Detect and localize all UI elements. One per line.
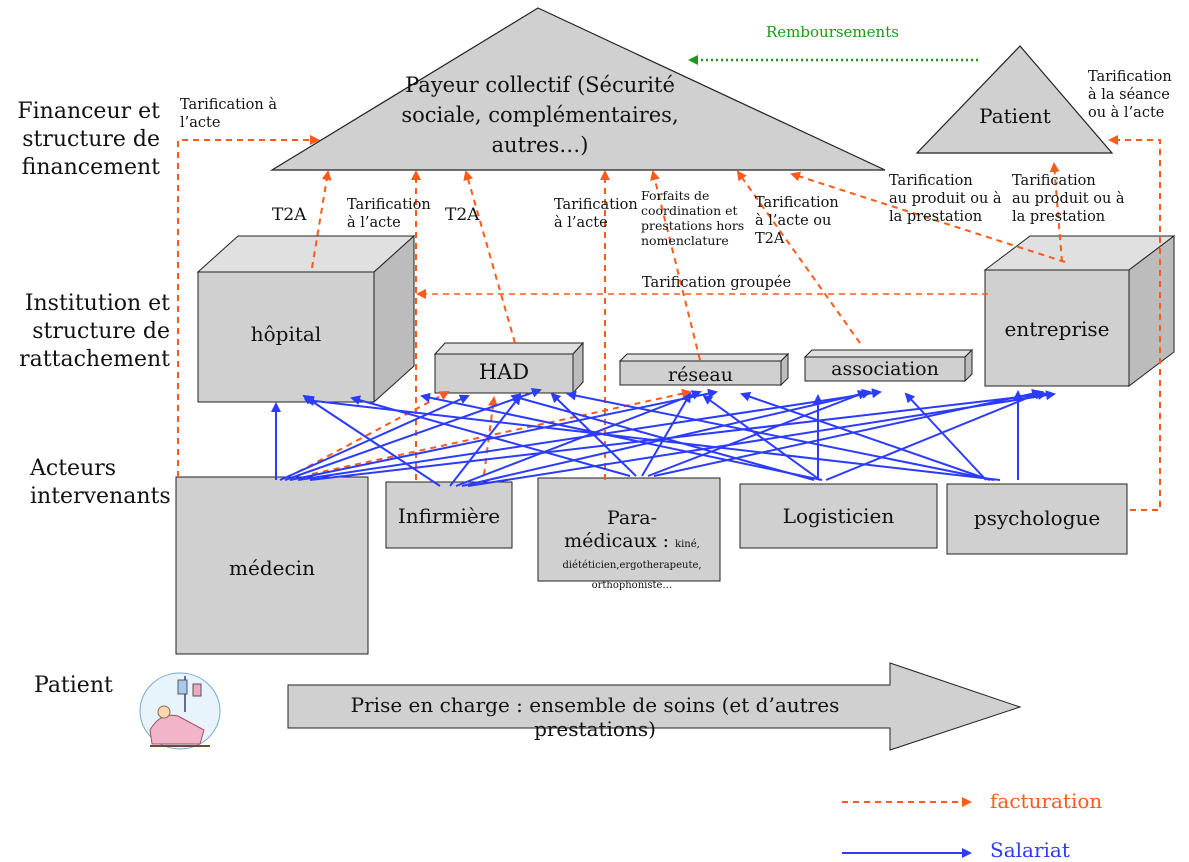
patient-triangle <box>915 45 1114 154</box>
payer-triangle <box>269 7 886 171</box>
label-t2a-1: T2A <box>272 205 307 225</box>
label-tarif-produit-2: Tarification au produit ou à la prestati… <box>1012 173 1125 225</box>
patient-illustration-icon <box>139 672 221 750</box>
hopital-box <box>196 234 416 404</box>
psychologue-label: psychologue <box>973 506 1101 530</box>
association-label: association <box>831 358 939 380</box>
label-t2a-2: T2A <box>445 205 480 225</box>
hopital-label: hôpital <box>250 322 322 346</box>
paramedicaux-label: Para- médicaux : kiné, diététicien,ergot… <box>544 488 720 593</box>
legend-salariat-label: Salariat <box>990 838 1070 862</box>
label-tarif-acte-left: Tarification à l’acte <box>180 97 277 131</box>
had-label: HAD <box>478 360 530 384</box>
logisticien-box <box>739 483 938 549</box>
label-tarif-acte-3: Tarification à l’acte <box>554 197 638 231</box>
paramedicaux-main: Para- médicaux : <box>564 507 670 552</box>
row-label-patient: Patient <box>34 673 113 698</box>
label-tarif-groupee: Tarification groupée <box>642 275 792 291</box>
patient-top-title: Patient <box>979 104 1051 128</box>
infirmiere-box <box>385 481 513 549</box>
care-arrow <box>287 662 1022 751</box>
row-label-financeur: Financeur et structure de financement <box>17 99 160 180</box>
reseau-box <box>618 352 790 387</box>
logisticien-label: Logisticien <box>782 504 895 528</box>
row-label-institution: Institution et structure de rattachement <box>19 291 170 372</box>
row-label-acteurs: Acteurs intervenants <box>30 456 171 509</box>
entreprise-box <box>983 234 1176 388</box>
payer-title: Payeur collectif (Sécurité sociale, comp… <box>401 73 679 157</box>
association-box <box>803 348 974 383</box>
entreprise-label: entreprise <box>1004 317 1110 341</box>
medecin-label: médecin <box>229 556 315 580</box>
paramedicaux-detail: kiné, diététicien,ergotherapeute, orthop… <box>562 539 702 591</box>
care-arrow-label: Prise en charge : ensemble de soins (et … <box>350 693 840 741</box>
medecin-box <box>175 476 369 655</box>
reimbursement-label: Remboursements <box>766 23 899 41</box>
had-box <box>433 341 585 395</box>
label-tarif-produit-1: Tarification au produit ou à la prestati… <box>889 173 1002 225</box>
label-tarif-seance: Tarification à la séance ou à l’acte <box>1088 69 1172 121</box>
salariat-arrows <box>271 387 1056 858</box>
label-tarif-acte-t2a: Tarification à l’acte ou T2A <box>755 195 839 247</box>
paramedicaux-box <box>537 477 721 582</box>
psychologue-box <box>946 483 1128 555</box>
legend-facturation-label: facturation <box>990 789 1103 813</box>
infirmiere-label: Infirmière <box>397 504 501 528</box>
label-tarif-acte-2: Tarification à l’acte <box>347 197 431 231</box>
reseau-label: réseau <box>668 364 733 386</box>
label-forfaits: Forfaits de coordination et prestations … <box>641 188 745 248</box>
